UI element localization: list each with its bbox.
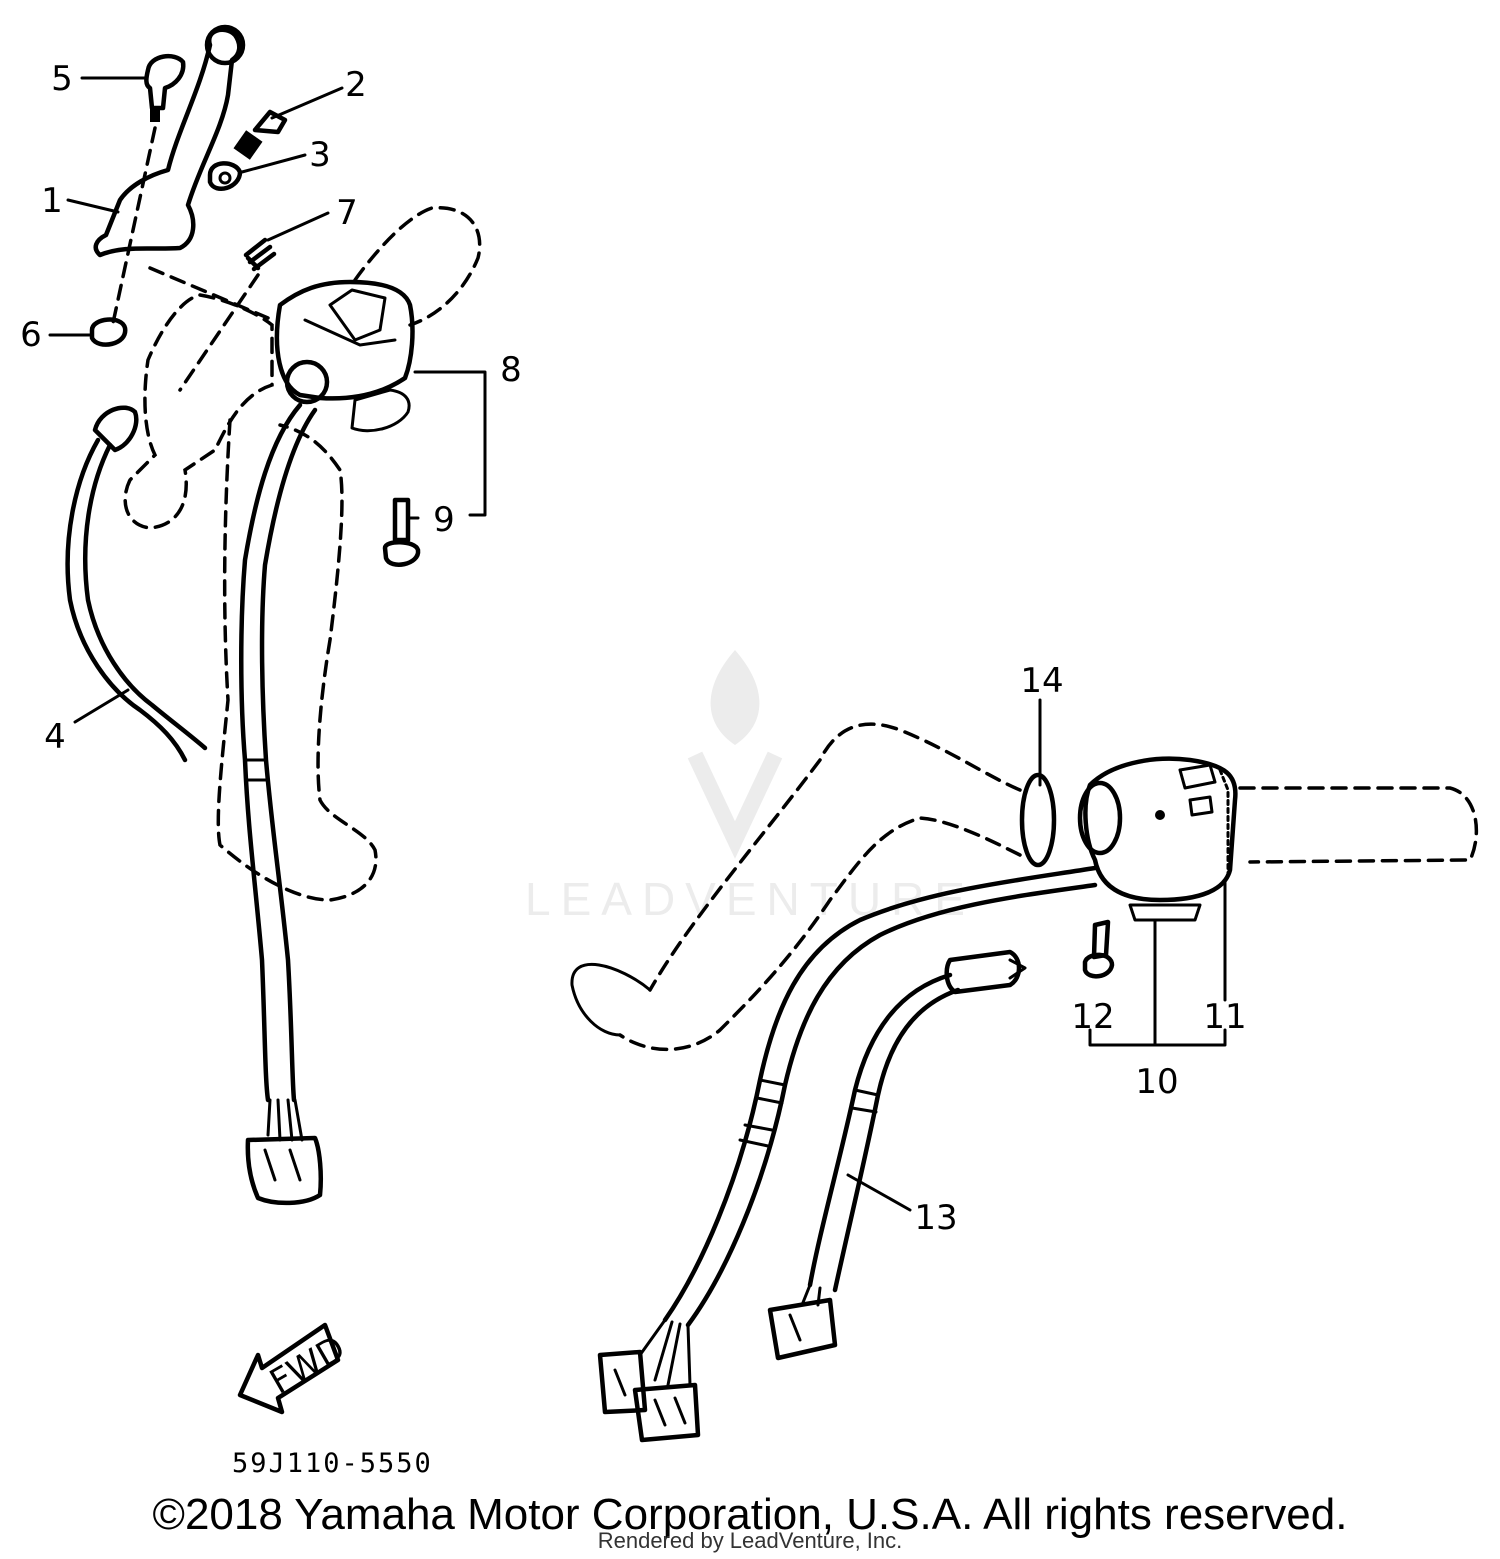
- right-housing-bore: [1077, 780, 1123, 856]
- harness-band: [243, 758, 270, 782]
- right-harness-band-2: [738, 1123, 774, 1148]
- lock-nut: [207, 161, 243, 192]
- right-harness-inner: [685, 882, 1098, 1328]
- handlebar-tube-left: [216, 418, 378, 902]
- housing-button-top: [328, 288, 387, 342]
- callout-4: 4: [44, 717, 66, 757]
- left-handlebar-assembly: [65, 24, 487, 1206]
- throttle-grip: [1238, 786, 1479, 864]
- brake-switch-cable-band: [850, 1088, 880, 1114]
- housing-screw-9: [392, 497, 411, 543]
- leader-1: [66, 198, 120, 214]
- watermark-v-icon: [687, 751, 783, 859]
- housing-screw-12-head: [1082, 952, 1115, 979]
- watermark-text: LEADVENTURE: [525, 873, 975, 925]
- brake-switch-plug: [944, 949, 1022, 995]
- handlebar-end-right: [570, 962, 652, 1037]
- right-connector-detail: [613, 1368, 687, 1427]
- right-harness-outer: [662, 865, 1098, 1323]
- handlebar-tube-right-lower: [618, 816, 1022, 1052]
- right-housing-clamp: [1128, 903, 1202, 922]
- handlebar-grip-left: [353, 206, 482, 327]
- housing-button-round: [284, 359, 330, 405]
- leader-13: [846, 1173, 912, 1212]
- callout-7: 7: [336, 193, 358, 233]
- callout-5: 5: [51, 59, 73, 99]
- left-harness-inner: [259, 407, 318, 1103]
- pivot-bolt: [144, 53, 186, 111]
- leader-7: [266, 211, 330, 242]
- watermark-flame-icon: [710, 650, 760, 745]
- bracket-8-9: [413, 370, 487, 517]
- callout-11: 11: [1203, 997, 1246, 1037]
- assembly-line-spring: [178, 273, 260, 392]
- callout-10: 10: [1135, 1062, 1178, 1102]
- pivot-nut: [89, 317, 128, 347]
- lever-ball-end: [204, 24, 246, 66]
- spring: [243, 237, 277, 272]
- handlebar-outline-left: [123, 293, 274, 530]
- clutch-switch-plug: [92, 405, 139, 453]
- right-harness-band-1: [755, 1078, 787, 1105]
- right-connector-a: [597, 1349, 648, 1415]
- left-wire-leads: [266, 1098, 304, 1142]
- callout-labels: 5 2 3 1 7 6 8 9 4 14 12 11 10 13: [20, 59, 1246, 1238]
- callout-14: 14: [1020, 661, 1063, 701]
- callout-8: 8: [500, 350, 522, 390]
- rendered-by-notice: Rendered by LeadVenture, Inc.: [597, 1528, 903, 1553]
- part-code: 59J110-5550: [232, 1448, 433, 1479]
- clutch-switch-cable-inner: [82, 442, 208, 751]
- right-switch-housing: [1083, 756, 1238, 903]
- right-handlebar-assembly: [570, 722, 1479, 1443]
- pivot-bolt-thread: [150, 108, 160, 122]
- clutch-switch-cable: [65, 437, 188, 763]
- left-connector-detail: [263, 1148, 302, 1182]
- watermark: LEADVENTURE: [525, 650, 975, 925]
- callout-6: 6: [20, 315, 42, 355]
- brake-switch-cable-inner: [832, 987, 961, 1293]
- leader-3: [240, 153, 307, 174]
- handlebar-tube-right: [648, 722, 1022, 992]
- brake-switch-connector-detail: [788, 1313, 802, 1342]
- fwd-arrow-icon: [237, 1322, 341, 1415]
- brake-switch-tip: [1008, 958, 1027, 980]
- left-connector: [245, 1135, 324, 1206]
- callout-2: 2: [345, 65, 367, 105]
- fwd-arrow: FWD: [237, 1322, 352, 1415]
- callout-12: 12: [1071, 997, 1114, 1037]
- copyright-notice: ©2018 Yamaha Motor Corporation, U.S.A. A…: [152, 1490, 1348, 1539]
- right-housing-switch: [1178, 763, 1217, 790]
- right-housing-edge: [1218, 768, 1230, 882]
- brake-switch-connector: [767, 1297, 838, 1361]
- right-connector-b: [632, 1382, 701, 1443]
- lock-nut-hole: [218, 171, 232, 185]
- callout-3: 3: [309, 135, 331, 175]
- callout-1: 1: [41, 181, 63, 221]
- housing-lower: [350, 388, 411, 433]
- grip-collar-14: [1019, 772, 1057, 868]
- right-housing-screw-hole: [1155, 810, 1165, 820]
- housing-screw-9-head: [382, 540, 421, 567]
- bracket-10-11-12: [1088, 1028, 1227, 1047]
- right-wire-leads: [638, 1318, 692, 1387]
- callout-9: 9: [433, 500, 455, 540]
- right-housing-button: [1188, 795, 1214, 817]
- housing-screw-12: [1091, 919, 1111, 960]
- leader-lines: [48, 76, 1227, 1212]
- adjust-screw: [252, 109, 288, 135]
- assembly-line-bolt: [111, 126, 157, 325]
- clutch-lever: [93, 27, 242, 258]
- leader-4: [73, 688, 130, 724]
- housing-seam: [303, 318, 397, 347]
- adjust-screw-thread: [233, 130, 263, 160]
- leader-2: [270, 86, 344, 120]
- brake-switch-cable-outer: [807, 972, 953, 1288]
- callout-13: 13: [914, 1198, 957, 1238]
